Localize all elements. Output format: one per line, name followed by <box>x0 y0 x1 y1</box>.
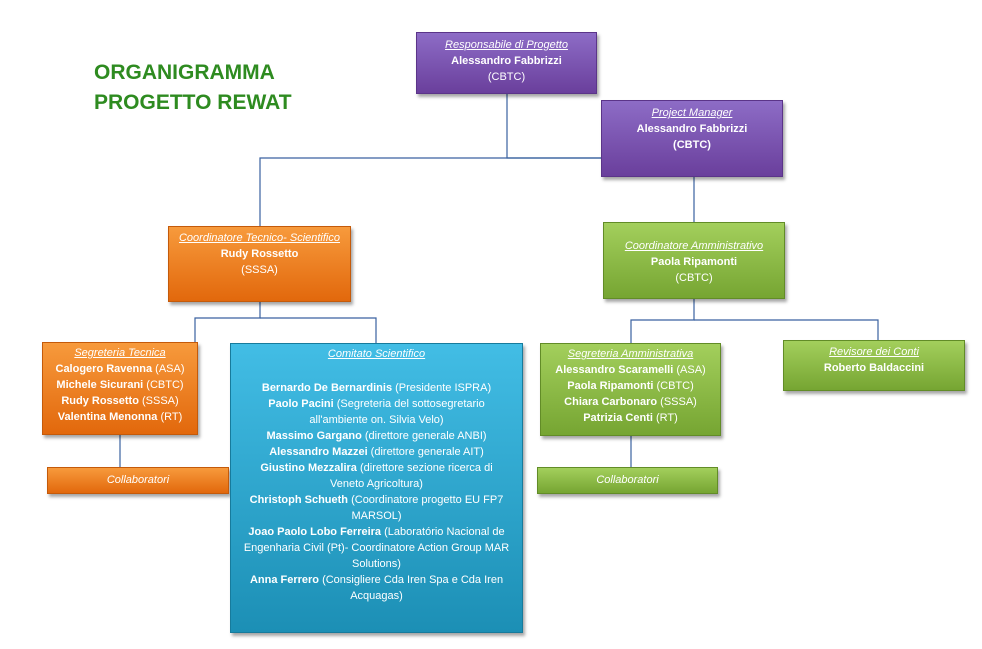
node-org: (CBTC) <box>487 71 526 83</box>
node-role: Comitato Scientifico <box>327 348 426 360</box>
node-coord-tecnico: Coordinatore Tecnico- Scientifico Rudy R… <box>168 226 351 302</box>
node-label: Collaboratori <box>596 474 659 486</box>
connector-tecnico-comitato <box>260 317 377 343</box>
node-coord-amministrativo: Coordinatore Amministrativo Paola Ripamo… <box>603 222 785 299</box>
comitato-member-1: Bernardo De Bernardinis (Presidente ISPR… <box>261 382 492 394</box>
node-role: Responsabile di Progetto <box>445 39 568 51</box>
member-2: Paola Ripamonti (CBTC) <box>567 380 694 392</box>
node-org: (SSSA) <box>241 264 278 276</box>
member-4: Patrizia Centi (RT) <box>583 412 678 424</box>
node-role: Coordinatore Amministrativo <box>624 240 764 252</box>
comitato-member-7: Joao Paolo Lobo Ferreira (Laboratório Na… <box>243 526 510 570</box>
member-1: Calogero Ravenna (ASA) <box>55 363 185 375</box>
node-role: Project Manager <box>651 107 733 119</box>
node-segreteria-amministrativa: Segreteria Amministrativa Alessandro Sca… <box>540 343 721 436</box>
node-collaboratori-amministrativa: Collaboratori <box>537 467 718 494</box>
node-name: Alessandro Fabbrizzi <box>451 55 562 67</box>
node-label: Collaboratori <box>106 474 170 486</box>
title-line-2: PROGETTO REWAT <box>94 91 292 114</box>
node-revisore-conti: Revisore dei Conti Roberto Baldaccini <box>783 340 965 391</box>
comitato-member-5: Giustino Mezzalira (direttore sezione ri… <box>260 462 493 490</box>
node-name: Alessandro Fabbrizzi <box>636 123 748 135</box>
comitato-member-3: Massimo Gargano (direttore generale ANBI… <box>266 430 487 442</box>
node-role: Segreteria Tecnica <box>74 347 166 359</box>
node-name: Roberto Baldaccini <box>823 362 925 374</box>
comitato-member-6: Christoph Schueth (Coordinatore progetto… <box>249 494 504 522</box>
member-2: Michele Sicurani (CBTC) <box>56 379 184 391</box>
title-line-1: ORGANIGRAMMA <box>94 61 275 84</box>
comitato-member-8: Anna Ferrero (Consigliere Cda Iren Spa e… <box>249 574 504 602</box>
member-1: Alessandro Scaramelli (ASA) <box>555 364 706 376</box>
node-name: Rudy Rossetto <box>220 248 299 260</box>
connector-amm-children <box>630 299 695 343</box>
connector-pm-branches <box>259 157 695 226</box>
connector-responsabile-pm <box>506 94 601 159</box>
node-role: Segreteria Amministrativa <box>567 348 694 360</box>
node-responsabile: Responsabile di Progetto Alessandro Fabb… <box>416 32 597 94</box>
node-role: Revisore dei Conti <box>829 346 919 358</box>
member-4: Valentina Menonna (RT) <box>57 411 183 423</box>
chart-title: ORGANIGRAMMA PROGETTO REWAT <box>94 58 292 118</box>
node-name: Paola Ripamonti <box>650 256 738 268</box>
comitato-member-4: Alessandro Mazzei (direttore generale AI… <box>269 446 484 458</box>
connector-tecnico-children <box>194 302 261 342</box>
member-3: Chiara Carbonaro (SSSA) <box>564 396 697 408</box>
node-segreteria-tecnica: Segreteria Tecnica Calogero Ravenna (ASA… <box>42 342 198 435</box>
comitato-member-2: Paolo Pacini (Segreteria del sottosegret… <box>268 398 485 426</box>
node-role: Coordinatore Tecnico- Scientifico <box>178 232 340 244</box>
node-collaboratori-tecnica: Collaboratori <box>47 467 229 494</box>
member-3: Rudy Rossetto (SSSA) <box>61 395 179 407</box>
node-project-manager: Project Manager Alessandro Fabbrizzi (CB… <box>601 100 783 177</box>
node-org: (CBTC) <box>675 272 713 284</box>
connector-amm-revisore <box>694 319 879 340</box>
node-org: (CBTC) <box>673 139 711 151</box>
node-comitato-scientifico: Comitato Scientifico Bernardo De Bernard… <box>230 343 523 633</box>
